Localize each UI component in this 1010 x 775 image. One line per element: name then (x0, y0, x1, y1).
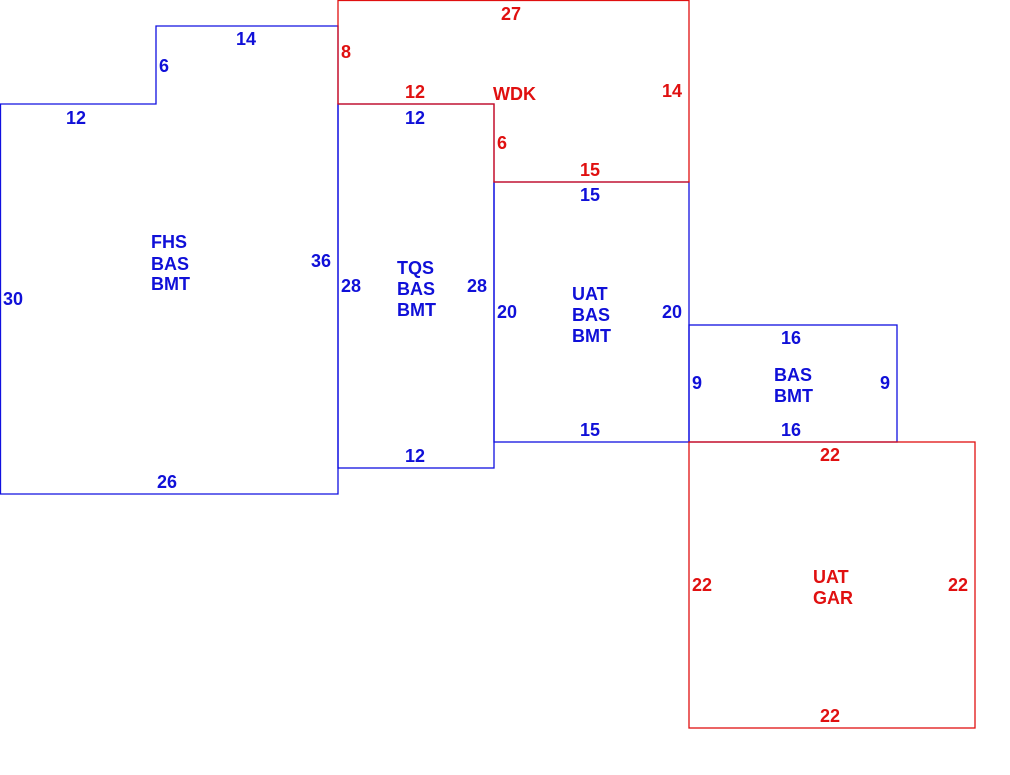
gar-dim: 22 (948, 575, 968, 595)
tqs-label: BMT (397, 300, 436, 320)
fhs-dim: 6 (159, 56, 169, 76)
tqs-dim: 28 (341, 276, 361, 296)
wdk-label: WDK (493, 84, 536, 104)
gar-dim: 22 (820, 445, 840, 465)
fhs-dim: 30 (3, 289, 23, 309)
fhs-dim: 14 (236, 29, 256, 49)
tqs-dim: 12 (405, 108, 425, 128)
uat-label: UAT (572, 284, 608, 304)
gar-label: GAR (813, 588, 853, 608)
fhs-dim: 12 (66, 108, 86, 128)
uat-dim: 20 (497, 302, 517, 322)
uat-label: BAS (572, 305, 610, 325)
uat-dim: 15 (580, 185, 600, 205)
wdk-dim: 14 (662, 81, 682, 101)
bas-label: BMT (774, 386, 813, 406)
fhs-label: BAS (151, 254, 189, 274)
uat-label: BMT (572, 326, 611, 346)
fhs-label: BMT (151, 274, 190, 294)
wdk-dim: 27 (501, 4, 521, 24)
bas-dim: 9 (880, 373, 890, 393)
uat-dim: 15 (580, 420, 600, 440)
wdk-dim: 6 (497, 133, 507, 153)
tqs-label: TQS (397, 258, 434, 278)
gar-dim: 22 (692, 575, 712, 595)
wdk-dim: 12 (405, 82, 425, 102)
gar-label: UAT (813, 567, 849, 587)
wdk-dim: 8 (341, 42, 351, 62)
gar-dim: 22 (820, 706, 840, 726)
uat-dim: 20 (662, 302, 682, 322)
tqs-dim: 28 (467, 276, 487, 296)
bas-dim: 16 (781, 420, 801, 440)
fhs-dim: 26 (157, 472, 177, 492)
tqs-label: BAS (397, 279, 435, 299)
wdk-dim: 15 (580, 160, 600, 180)
bas-dim: 9 (692, 373, 702, 393)
tqs-dim: 12 (405, 446, 425, 466)
fhs-dim: 36 (311, 251, 331, 271)
bas-label: BAS (774, 365, 812, 385)
gar-outline (688, 441, 976, 729)
bas-dim: 16 (781, 328, 801, 348)
wdk-outline (337, 0, 690, 183)
fhs-label: FHS (151, 232, 187, 252)
